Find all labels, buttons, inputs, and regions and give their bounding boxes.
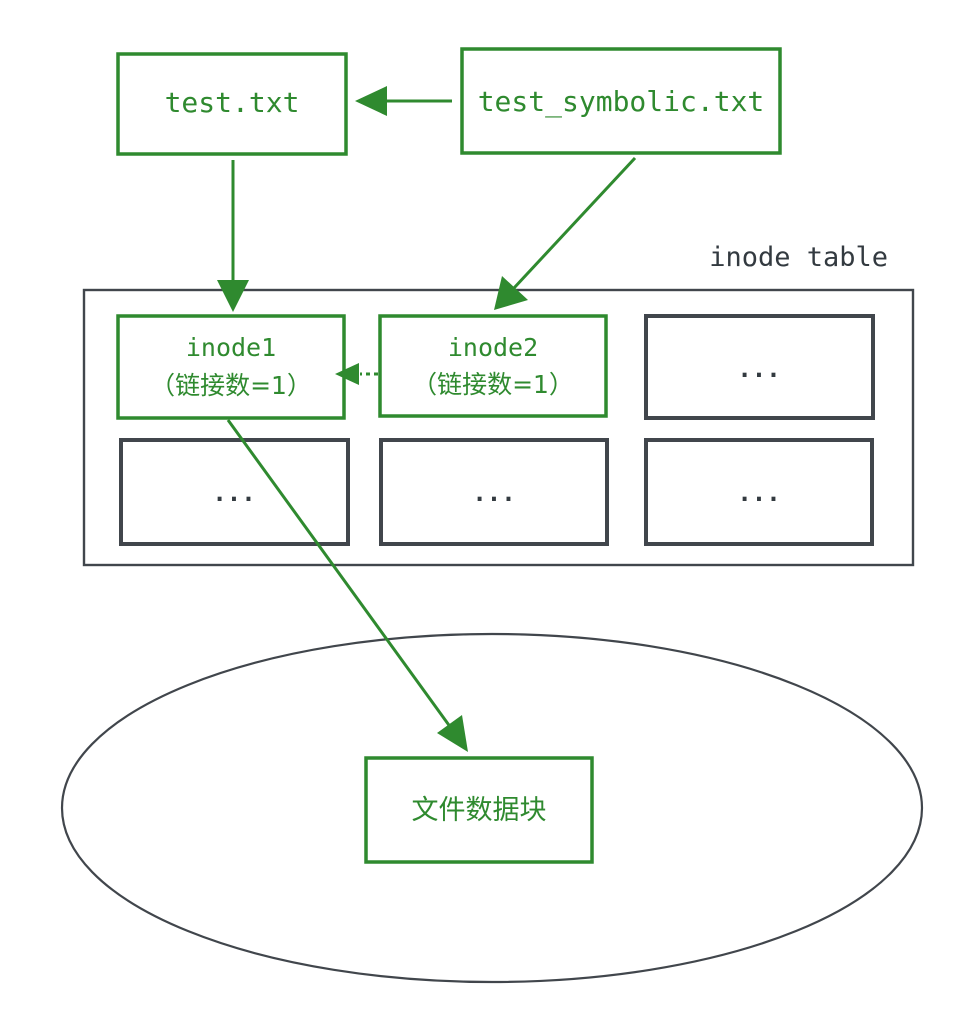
arrow-inode2-to-inode1-head xyxy=(335,363,359,385)
arrow-inode1-to-data-line xyxy=(226,419,453,729)
arrow-symlink-to-target-head xyxy=(355,86,387,116)
inode2-box xyxy=(378,314,608,418)
inode1-name: inode1 xyxy=(186,333,276,362)
inode1-box xyxy=(116,314,346,420)
arrow-symbolic-to-inode2-head xyxy=(494,276,528,310)
inode-slot-r2c3 xyxy=(644,438,874,546)
inode-table-label: inode table xyxy=(709,242,888,273)
test-txt-box xyxy=(116,52,348,156)
inode-slot-r2c1-label: ... xyxy=(212,479,255,507)
data-area-ellipse xyxy=(60,632,924,984)
inode-slot-r2c2-label: ... xyxy=(472,479,515,507)
inode-table-frame xyxy=(82,288,915,567)
inode1-links: （链接数=1） xyxy=(150,371,312,400)
arrow-test-txt-to-inode1-head xyxy=(217,280,249,312)
arrow-symbolic-to-inode2-line xyxy=(512,156,637,290)
test-symbolic-txt-label: test_symbolic.txt xyxy=(478,85,765,119)
inode-slot-r2c2 xyxy=(379,438,609,546)
data-block-label: 文件数据块 xyxy=(412,795,547,826)
inode-slot-r2c1 xyxy=(119,438,350,546)
inode2-links: （链接数=1） xyxy=(412,370,574,399)
arrow-inode1-to-data-head xyxy=(437,715,468,752)
inode-slot-r1c3 xyxy=(644,314,875,420)
inode-slot-r1c3-label: ... xyxy=(737,355,780,383)
test-symbolic-txt-box xyxy=(460,47,782,155)
test-txt-label: test.txt xyxy=(165,86,300,119)
data-block-box xyxy=(364,756,594,864)
inode2-name: inode2 xyxy=(448,333,538,362)
inode-slot-r2c3-label: ... xyxy=(737,479,780,507)
